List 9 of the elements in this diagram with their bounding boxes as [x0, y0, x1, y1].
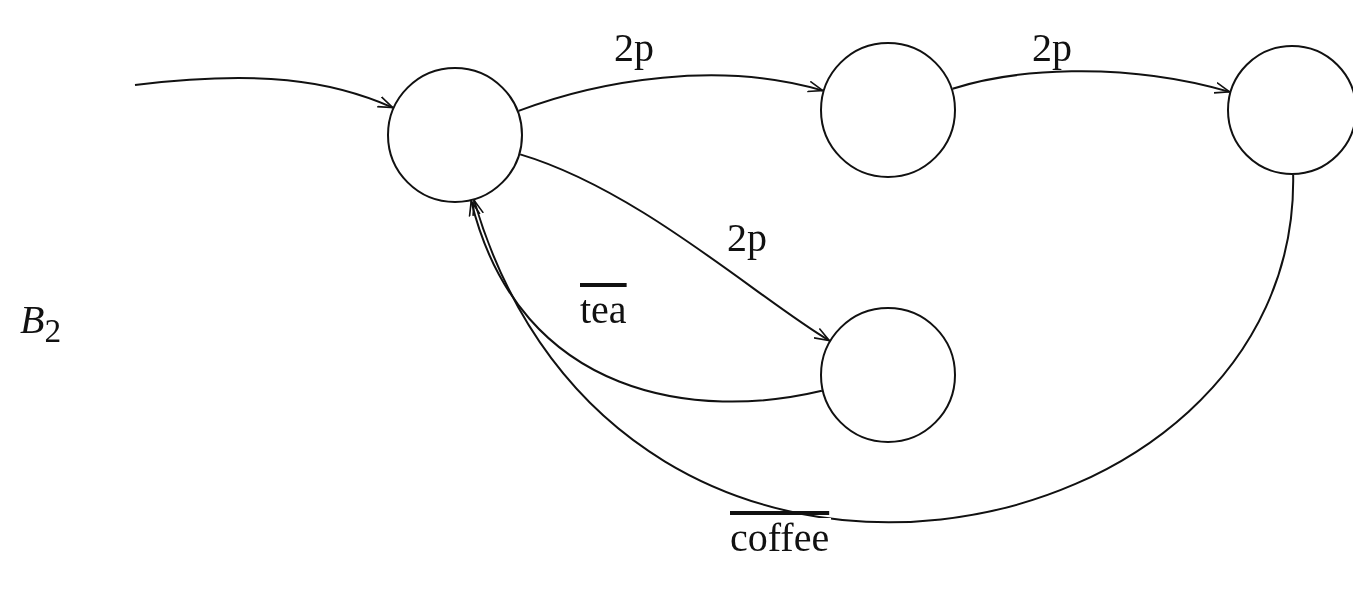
edge-label: 2p — [726, 218, 768, 258]
edge-label: 2p — [1031, 28, 1073, 68]
arrow — [473, 174, 1295, 522]
arrow — [519, 153, 831, 342]
arrow — [951, 70, 1231, 95]
edge-label: 2p — [613, 28, 655, 68]
arrow — [517, 74, 824, 112]
arrow — [134, 77, 394, 109]
arrow — [469, 200, 823, 403]
